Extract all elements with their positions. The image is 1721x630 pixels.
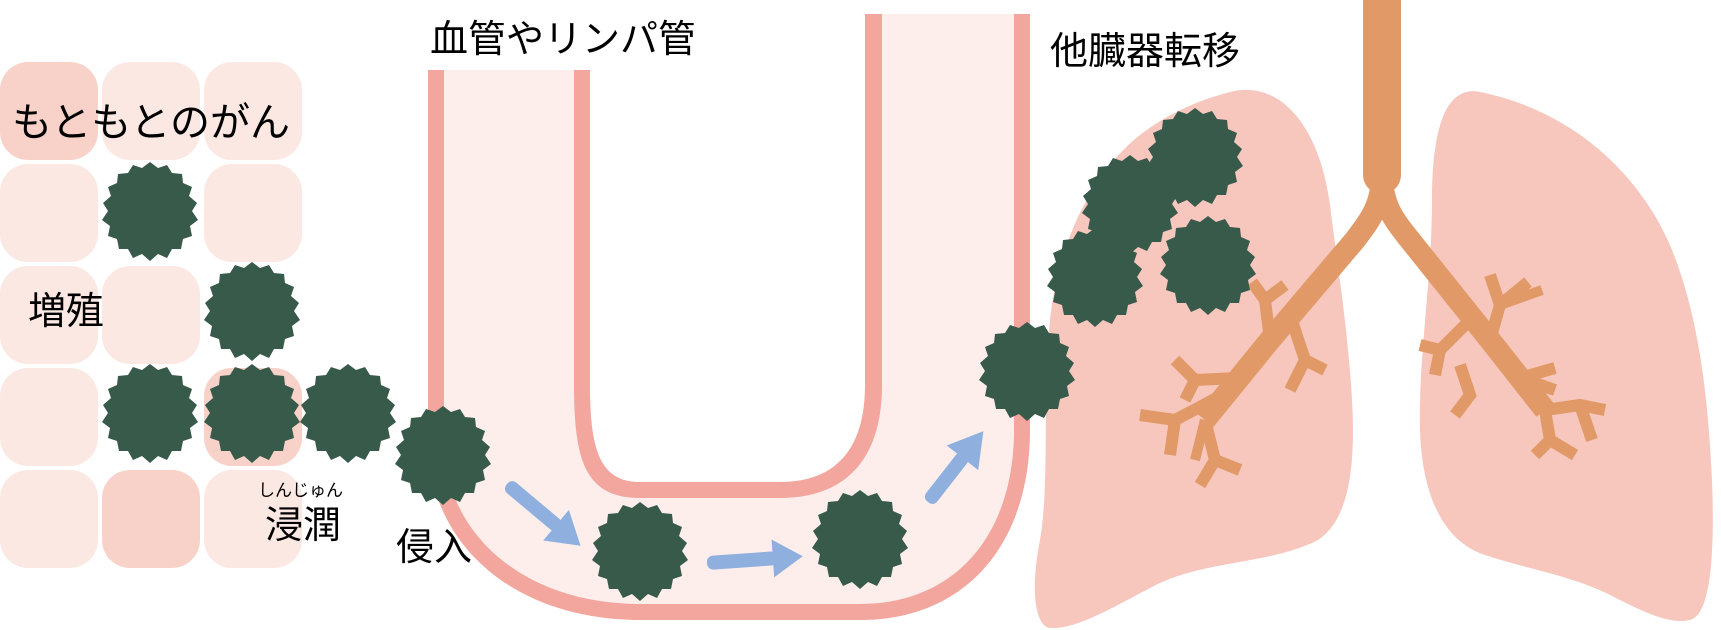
label-infiltration-ruby: しんじゅん xyxy=(258,481,343,501)
tissue-cell xyxy=(0,62,98,160)
cancer-cell-icon xyxy=(300,364,396,463)
tissue-cell xyxy=(102,470,200,568)
cancer-cell-icon xyxy=(102,364,198,463)
tissue-grid xyxy=(0,62,302,568)
arrow-icon xyxy=(504,481,581,546)
label-invasion: 侵入 xyxy=(396,525,472,569)
tissue-cell xyxy=(204,62,302,160)
arrow-icon xyxy=(924,431,984,504)
tissue-cell xyxy=(0,368,98,466)
arrow-icon xyxy=(706,539,803,578)
tissue-cell xyxy=(0,266,98,364)
arrows xyxy=(504,431,984,578)
bronchus-icon xyxy=(1139,0,1607,489)
label-metastasis: 他臓器転移 xyxy=(1050,29,1240,73)
vessel-lumen xyxy=(444,14,1014,604)
tissue-cell xyxy=(102,266,200,364)
tissue-cell xyxy=(0,470,98,568)
label-vessel: 血管やリンパ管 xyxy=(430,17,696,61)
cancer-cell-icon xyxy=(204,262,300,361)
cancer-cell-icon xyxy=(102,162,198,261)
label-proliferation: 増殖 xyxy=(28,289,104,333)
tissue-cell xyxy=(204,470,302,568)
vessel-icon xyxy=(428,14,1030,620)
label-original-cancer: もともとのがん xyxy=(12,100,290,146)
label-infiltration: 浸潤 xyxy=(265,503,341,547)
tissue-cell xyxy=(204,164,302,262)
tissue-cell xyxy=(0,164,98,262)
tissue-cell xyxy=(102,62,200,160)
right-lung-icon xyxy=(1419,91,1713,621)
